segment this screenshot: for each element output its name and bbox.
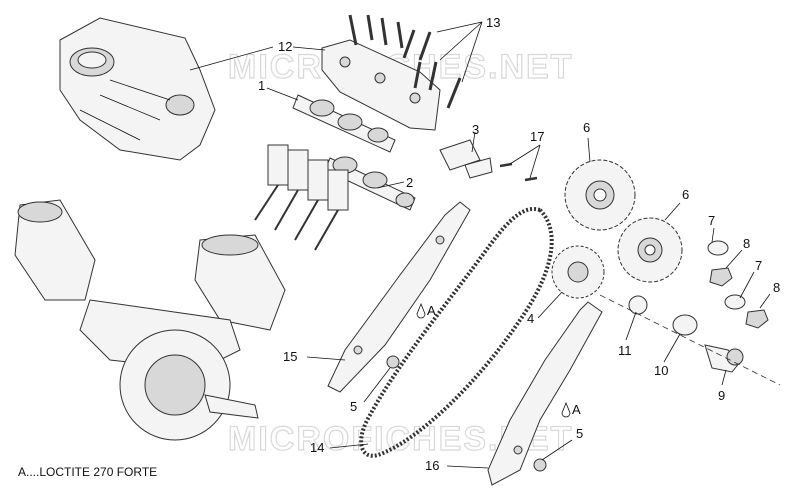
cam-gear-6-lower <box>617 217 683 283</box>
timing-chain-14 <box>359 206 554 458</box>
screw-17-b <box>524 176 538 182</box>
callout-6-lower: 6 <box>682 187 689 202</box>
crankshaft-assembly <box>14 199 286 441</box>
callout-10: 10 <box>654 363 668 378</box>
callout-7-upper: 7 <box>708 213 715 228</box>
callout-12: 12 <box>278 39 292 54</box>
nut-8-lower <box>745 309 769 329</box>
callout-1: 1 <box>258 78 265 93</box>
callout-4: 4 <box>527 311 534 326</box>
bolt-set <box>348 14 462 109</box>
loctite-drop-icon-upper <box>416 302 426 319</box>
seal-10 <box>672 314 698 336</box>
nut-8-upper <box>709 267 733 287</box>
callout-6-upper: 6 <box>583 120 590 135</box>
callout-11: 11 <box>618 343 632 358</box>
callout-5-lower: 5 <box>576 426 583 441</box>
washer-7-upper <box>707 240 729 256</box>
pin-3-b <box>464 157 493 179</box>
cylinder-head <box>59 17 216 161</box>
callout-15: 15 <box>283 349 297 364</box>
pin-3-a <box>439 139 481 171</box>
assembly-axis <box>599 294 781 386</box>
callout-16: 16 <box>425 458 439 473</box>
plug-9 <box>704 344 744 373</box>
screw-5-upper <box>386 355 400 369</box>
callout-5-upper: 5 <box>350 399 357 414</box>
screw-17-a <box>499 162 513 168</box>
cam-gear-6-upper <box>564 159 636 231</box>
loctite-mark-lower: A <box>572 402 581 417</box>
callout-3: 3 <box>472 122 479 137</box>
camshaft-carrier <box>321 39 441 131</box>
callout-2: 2 <box>406 175 413 190</box>
idler-gear-4 <box>551 245 605 299</box>
chain-guide-16 <box>487 301 603 486</box>
screw-5-lower <box>533 458 547 472</box>
o-ring-11 <box>628 295 648 315</box>
loctite-drop-icon-lower <box>561 401 571 418</box>
leader-lines <box>189 21 771 469</box>
callout-8-upper: 8 <box>743 236 750 251</box>
camshaft-1 <box>292 94 396 153</box>
loctite-mark-upper: A <box>427 303 436 318</box>
callout-17: 17 <box>530 129 544 144</box>
washer-7-lower <box>724 294 746 310</box>
chain-guide-15 <box>327 201 471 393</box>
callout-14: 14 <box>310 440 324 455</box>
callout-7-lower: 7 <box>755 258 762 273</box>
valve-assembly <box>254 144 349 251</box>
loctite-note: A....LOCTITE 270 FORTE <box>18 465 158 479</box>
callout-13: 13 <box>486 15 500 30</box>
callout-9: 9 <box>718 388 725 403</box>
callout-8-lower: 8 <box>773 280 780 295</box>
